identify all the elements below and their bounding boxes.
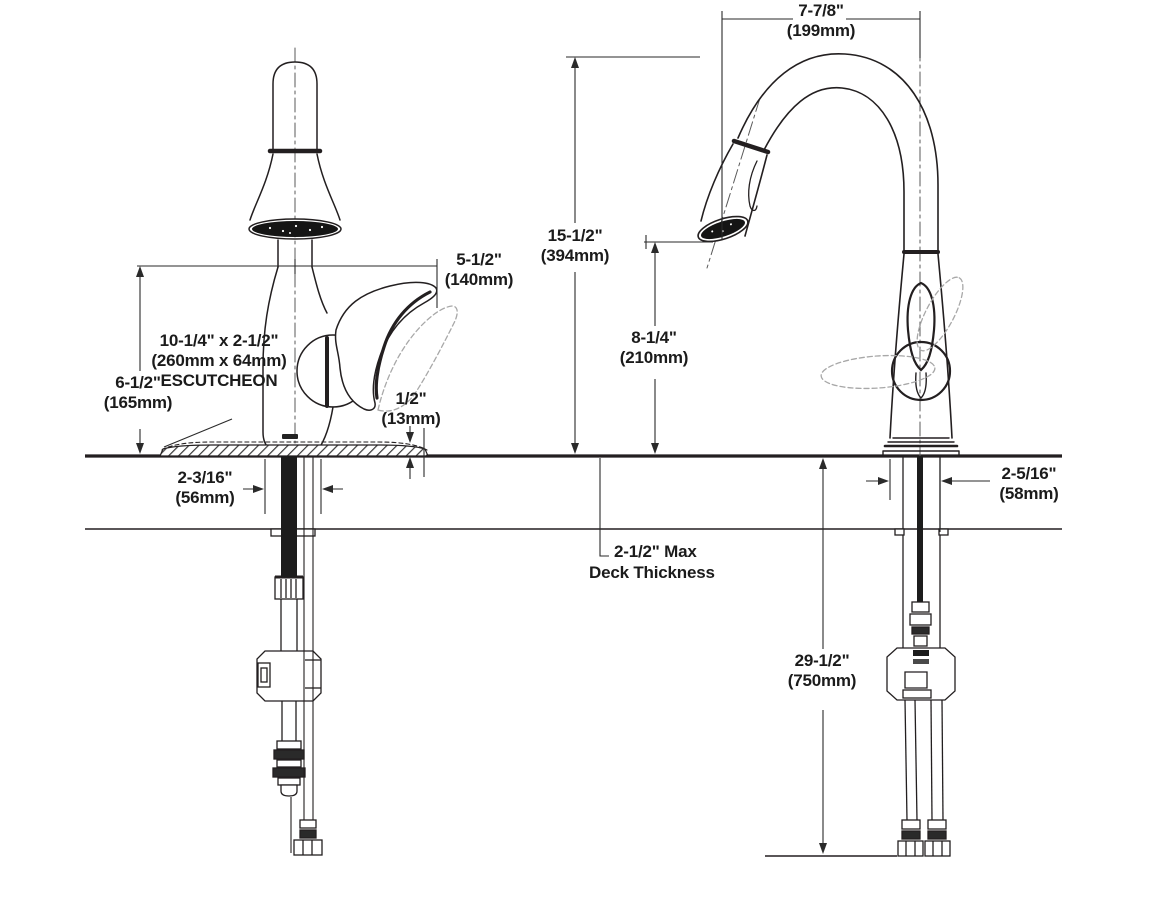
spray-head-ring: [731, 138, 771, 155]
faucet-front-view: [159, 47, 458, 457]
spray-face-speckle: [268, 224, 324, 234]
dim-hole-side: [866, 459, 990, 532]
brand-mark: [282, 434, 298, 439]
escutcheon-leader: [163, 418, 233, 448]
dim-handle-height: [136, 266, 144, 454]
dim-overall-height: [566, 56, 700, 454]
supply-nut: [897, 840, 924, 857]
spray-face: [252, 221, 338, 237]
wand-outline: [272, 61, 318, 152]
ribbed-connector: [274, 576, 304, 600]
supply-nut: [924, 840, 951, 857]
body-left-edge: [889, 253, 905, 439]
handle-tip: [915, 372, 927, 399]
faucet-side-view: [697, 21, 964, 601]
side-view-under-deck: [886, 456, 956, 857]
wand-seam: [748, 160, 758, 212]
spout-inner: [763, 86, 905, 253]
dim-hole-front: [243, 459, 343, 514]
dimension-lines: [136, 11, 990, 854]
dim-handle-reach-label: 5-1/2" (140mm): [444, 250, 514, 289]
dim-escutcheon-thickness: [406, 426, 425, 479]
mounting-tab-right: [938, 528, 949, 536]
dim-hole-side-label: 2-5/16" (58mm): [999, 464, 1059, 503]
dim-handle-reach: [137, 259, 438, 308]
quick-connect-tip: [280, 784, 298, 797]
mounting-shank: [281, 456, 297, 577]
handle-swing-ghosts: [820, 276, 964, 390]
dim-escutcheon-thickness-label: 1/2" (13mm): [381, 389, 441, 428]
dim-supply-height-label: 29-1/2" (750mm): [787, 651, 857, 690]
dim-handle-height-label: 6-1/2" (165mm): [103, 373, 173, 412]
body-right-edge: [937, 253, 953, 439]
dim-spout-reach: [721, 11, 921, 240]
body-right-edge: [311, 266, 328, 314]
handle-lever-ghost: [377, 305, 458, 412]
escutcheon-gasket-dashed: [161, 441, 428, 451]
spray-head-right: [316, 153, 341, 221]
escutcheon-plate: [159, 444, 429, 457]
spray-face-outline: [248, 218, 342, 240]
dim-hole-front-label: 2-3/16" (56mm): [175, 468, 235, 507]
dim-spout-reach-label: 7-7/8" (199mm): [786, 1, 856, 40]
dim-spray-outlet-height-label: 8-1/4" (210mm): [619, 328, 689, 367]
spray-face: [701, 218, 745, 240]
escutcheon-note-label: 10-1/4" x 2-1/2" (260mm x 64mm) ESCUTCHE…: [151, 331, 287, 390]
spout-outer: [737, 53, 939, 253]
deck-thickness-leader: [599, 458, 609, 557]
spray-head-left: [249, 153, 274, 221]
spray-face-group: [697, 215, 749, 243]
supply-nut: [293, 839, 323, 856]
deck-thickness-label-line1: 2-1/2" Max: [614, 542, 697, 561]
handle-hub: [890, 340, 952, 402]
deck-thickness-label-line2: Deck Thickness: [589, 563, 715, 582]
dim-spray-outlet-height: [644, 235, 713, 454]
front-view-under-deck: [256, 456, 323, 856]
handle-lever: [906, 281, 936, 372]
spray-head-left: [700, 143, 734, 222]
dim-overall-height-label: 15-1/2" (394mm): [540, 226, 610, 265]
spray-head-right: [744, 154, 768, 237]
hose-weight: [886, 647, 956, 701]
mounting-tab-left: [894, 528, 905, 536]
spray-axis-centerline: [706, 97, 761, 269]
handle-lever-edge: [374, 290, 432, 400]
hose-in-shank: [917, 456, 923, 602]
dim-supply-height: [819, 458, 827, 854]
